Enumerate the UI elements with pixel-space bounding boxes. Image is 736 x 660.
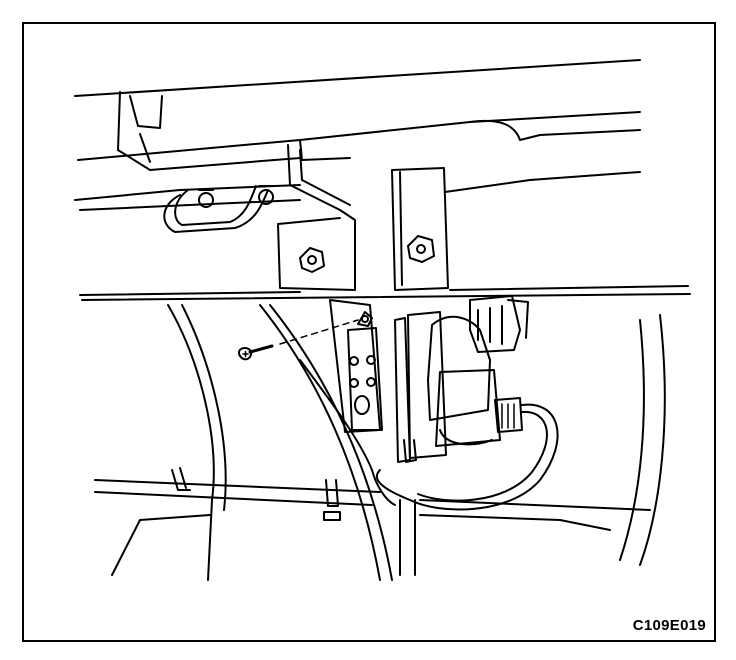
u-bolt-clamp xyxy=(163,185,274,233)
right-mounting-bracket xyxy=(391,167,449,291)
center-bracket-plate xyxy=(329,299,383,433)
switch-module xyxy=(394,295,529,463)
lower-structure xyxy=(111,499,611,576)
rail-clips xyxy=(171,439,417,521)
cross-member xyxy=(74,171,691,301)
column-shroud xyxy=(94,304,666,581)
wire-harness xyxy=(299,359,559,511)
upper-dash-panel xyxy=(74,59,641,171)
screw-fastener xyxy=(238,319,359,361)
figure-code: C109E019 xyxy=(632,617,706,634)
left-mounting-bracket xyxy=(277,144,356,291)
